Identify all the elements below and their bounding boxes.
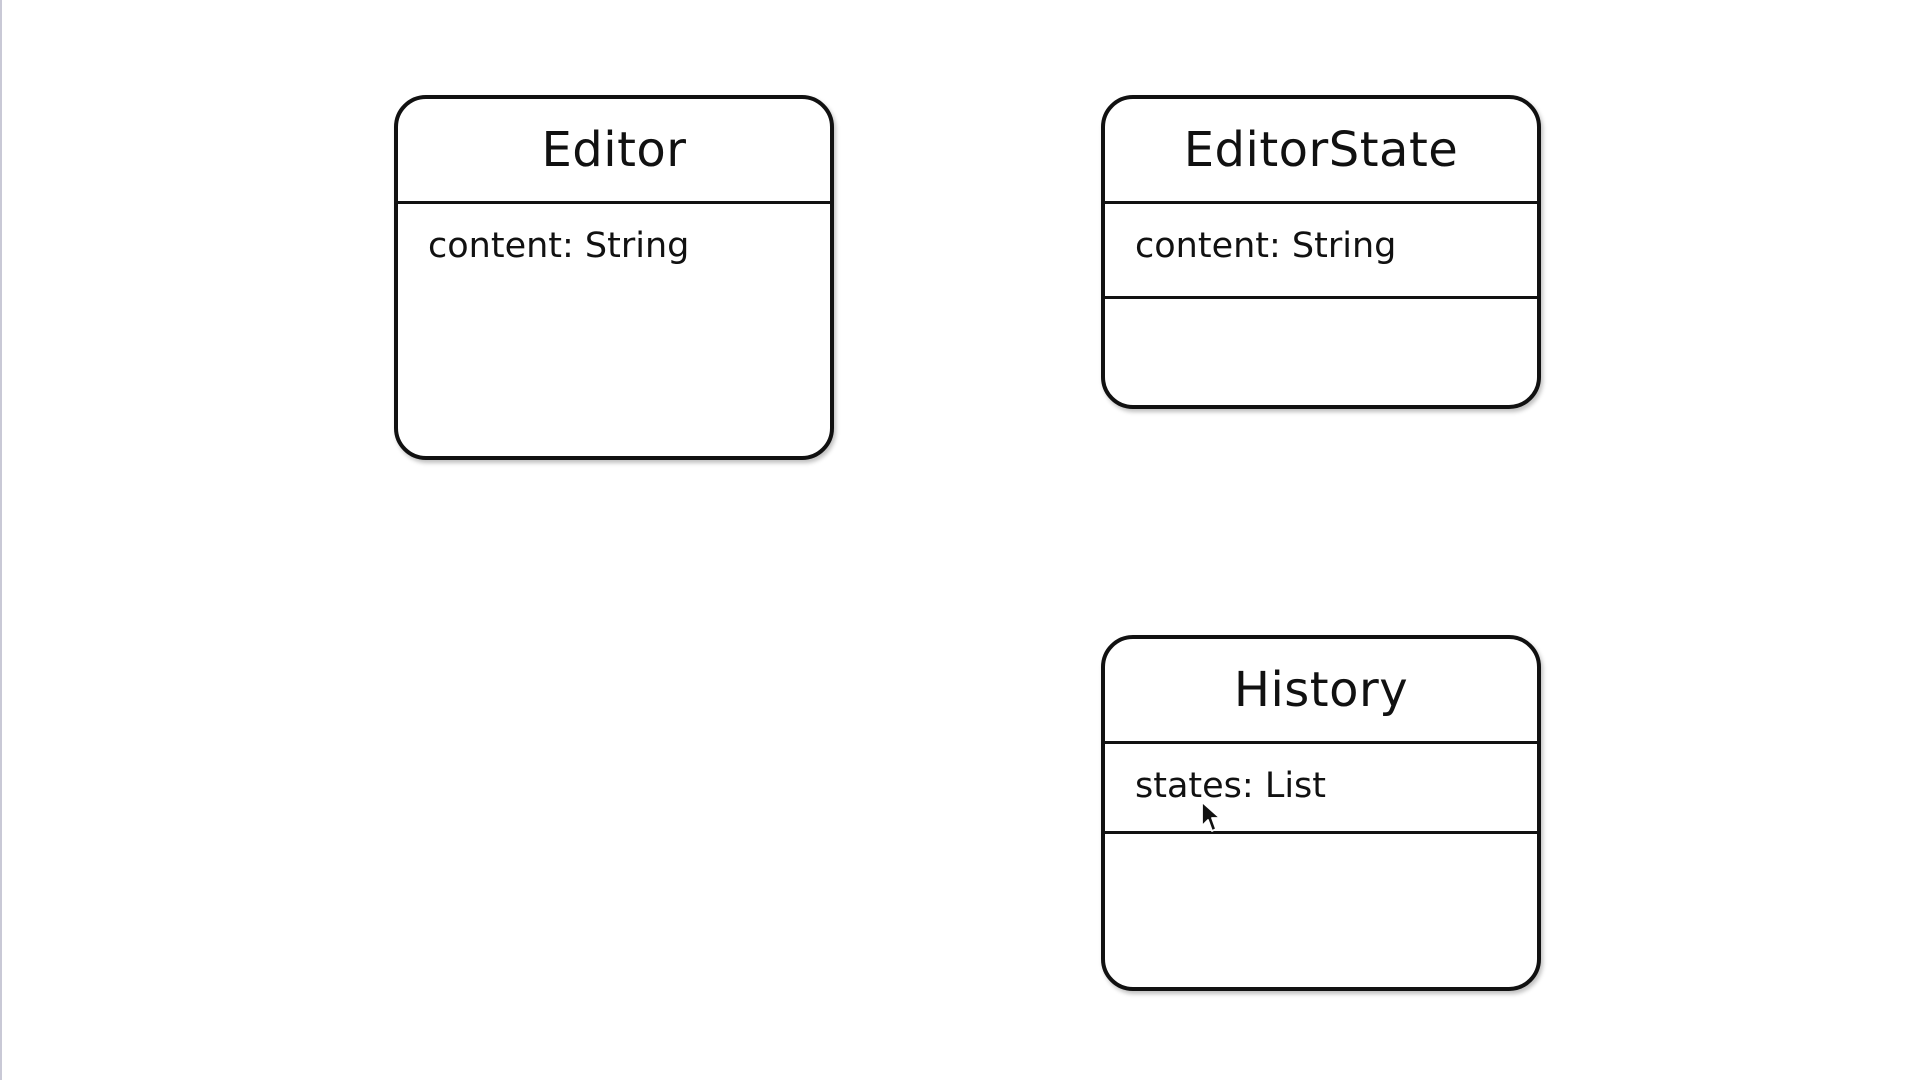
class-box-history[interactable]: History states: List [1101, 635, 1541, 991]
attribute-section-editorstate[interactable]: content: String [1105, 204, 1537, 299]
class-name-history[interactable]: History [1105, 639, 1537, 744]
class-name-editorstate[interactable]: EditorState [1105, 99, 1537, 204]
attribute-section-editor[interactable]: content: String [398, 204, 830, 456]
canvas-left-border [0, 0, 2, 1080]
attribute-history-states[interactable]: states: List [1135, 766, 1326, 806]
attribute-editorstate-content[interactable]: content: String [1135, 226, 1397, 266]
class-name-editor[interactable]: Editor [398, 99, 830, 204]
class-box-editorstate[interactable]: EditorState content: String [1101, 95, 1541, 409]
class-box-editor[interactable]: Editor content: String [394, 95, 834, 460]
attribute-editor-content[interactable]: content: String [428, 226, 690, 266]
attribute-section-history[interactable]: states: List [1105, 744, 1537, 834]
